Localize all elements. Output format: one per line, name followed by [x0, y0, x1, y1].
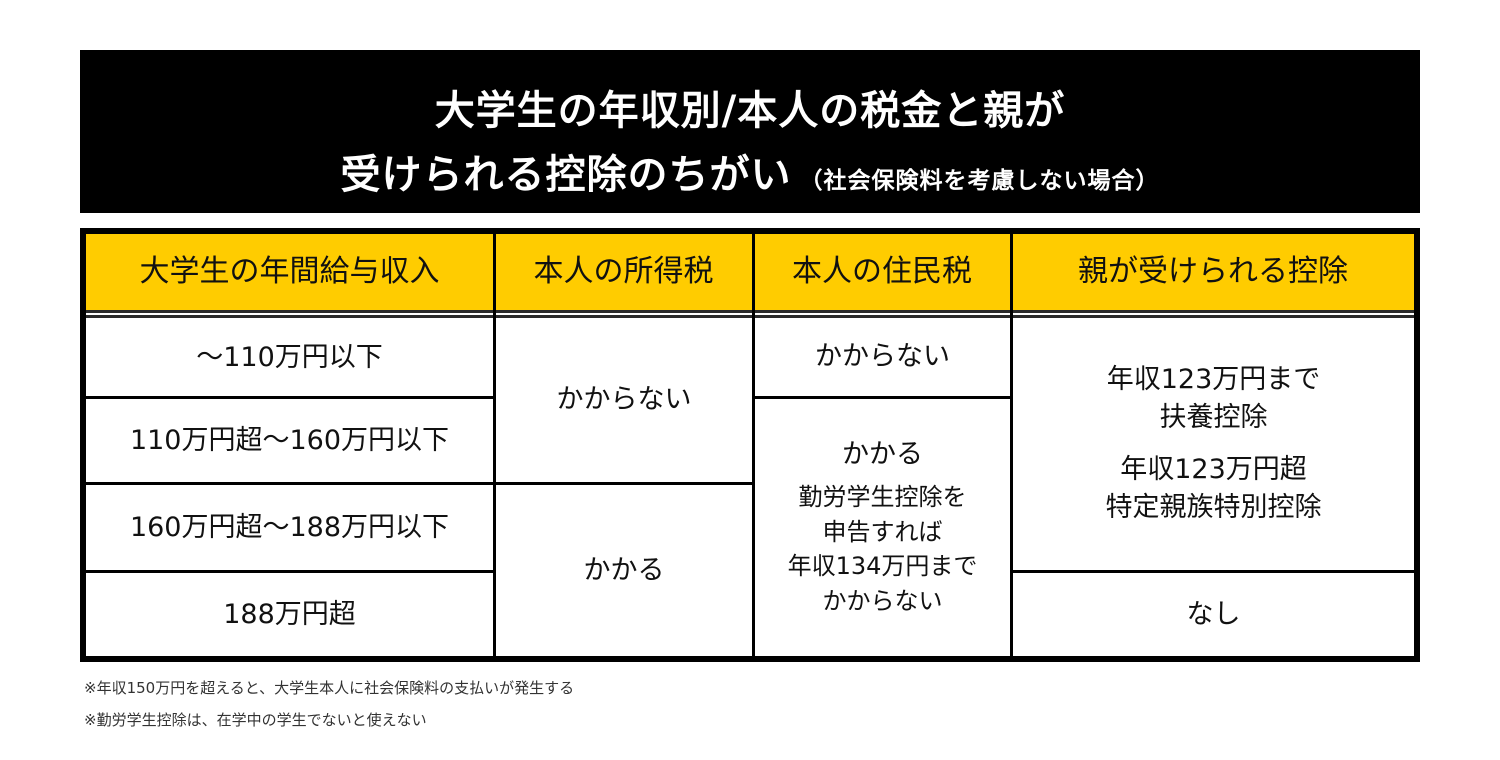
- header-income-tax: 本人の所得税: [495, 234, 752, 310]
- resident-tax-applies: かかる 勤労学生控除を 申告すれば 年収134万円まで かからない: [755, 399, 1010, 656]
- working-student-note-1: 勤労学生控除を: [798, 482, 967, 511]
- income-tax-none: かからない: [556, 384, 692, 416]
- title-main: 受けられる控除のちがい: [340, 152, 792, 198]
- row-line-1: [86, 396, 494, 399]
- parent-deduction-none: なし: [1186, 598, 1241, 630]
- resident-tax-line: [755, 396, 1011, 399]
- title-subtitle: （社会保険料を考慮しない場合）: [799, 168, 1160, 194]
- comparison-table: 大学生の年間給与収入 本人の所得税 本人の住民税 親が受けられる控除 ～110万…: [80, 228, 1420, 662]
- divider-col-2: [752, 234, 755, 656]
- header-parent-deduction: 親が受けられる控除: [1012, 234, 1414, 310]
- special-relative-deduction-line-2: 特定親族特別控除: [1105, 491, 1322, 523]
- header-separator-top: [86, 310, 1414, 313]
- divider-col-1: [493, 234, 496, 656]
- divider-col-3: [1010, 234, 1013, 656]
- parent-deduction-applies: 年収123万円まで 扶養控除 年収123万円超 特定親族特別控除: [1013, 318, 1414, 570]
- title-line-1: 大学生の年収別/本人の税金と親が: [434, 88, 1066, 134]
- title-line-2: 受けられる控除のちがい （社会保険料を考慮しない場合）: [80, 142, 1420, 200]
- footnote-2: ※勤労学生控除は、在学中の学生でないと使えない: [84, 711, 427, 729]
- income-row-4: 188万円超: [223, 598, 356, 630]
- working-student-note-4: かからない: [822, 587, 943, 616]
- working-student-note-3: 年収134万円まで: [787, 552, 978, 581]
- special-relative-deduction-line-1: 年収123万円超: [1120, 454, 1307, 485]
- resident-tax-applies-label: かかる: [842, 439, 923, 470]
- table-body: 大学生の年間給与収入 本人の所得税 本人の住民税 親が受けられる控除 ～110万…: [86, 234, 1414, 656]
- title-banner: 大学生の年収別/本人の税金と親が 受けられる控除のちがい （社会保険料を考慮しない…: [80, 50, 1420, 213]
- row-line-2: [86, 482, 755, 485]
- income-row-3: 160万円超～188万円以下: [129, 512, 450, 544]
- dependent-deduction-line-2: 扶養控除: [1159, 402, 1268, 434]
- row-line-3: [86, 570, 494, 573]
- header-separator-bottom: [86, 315, 1414, 318]
- income-tax-applies: かかる: [583, 554, 665, 586]
- footnote-1: ※年収150万円を超えると、大学生本人に社会保険料の支払いが発生する: [84, 679, 575, 697]
- working-student-note-2: 申告すれば: [822, 517, 943, 546]
- income-row-2: 110万円超～160万円以下: [129, 425, 450, 457]
- parent-deduction-line: [1011, 570, 1414, 573]
- header-resident-tax: 本人の住民税: [754, 234, 1010, 310]
- dependent-deduction-line-1: 年収123万円まで: [1106, 364, 1321, 396]
- income-row-1: ～110万円以下: [196, 341, 383, 373]
- header-income: 大学生の年間給与収入: [86, 234, 493, 310]
- resident-tax-none: かからない: [815, 341, 950, 373]
